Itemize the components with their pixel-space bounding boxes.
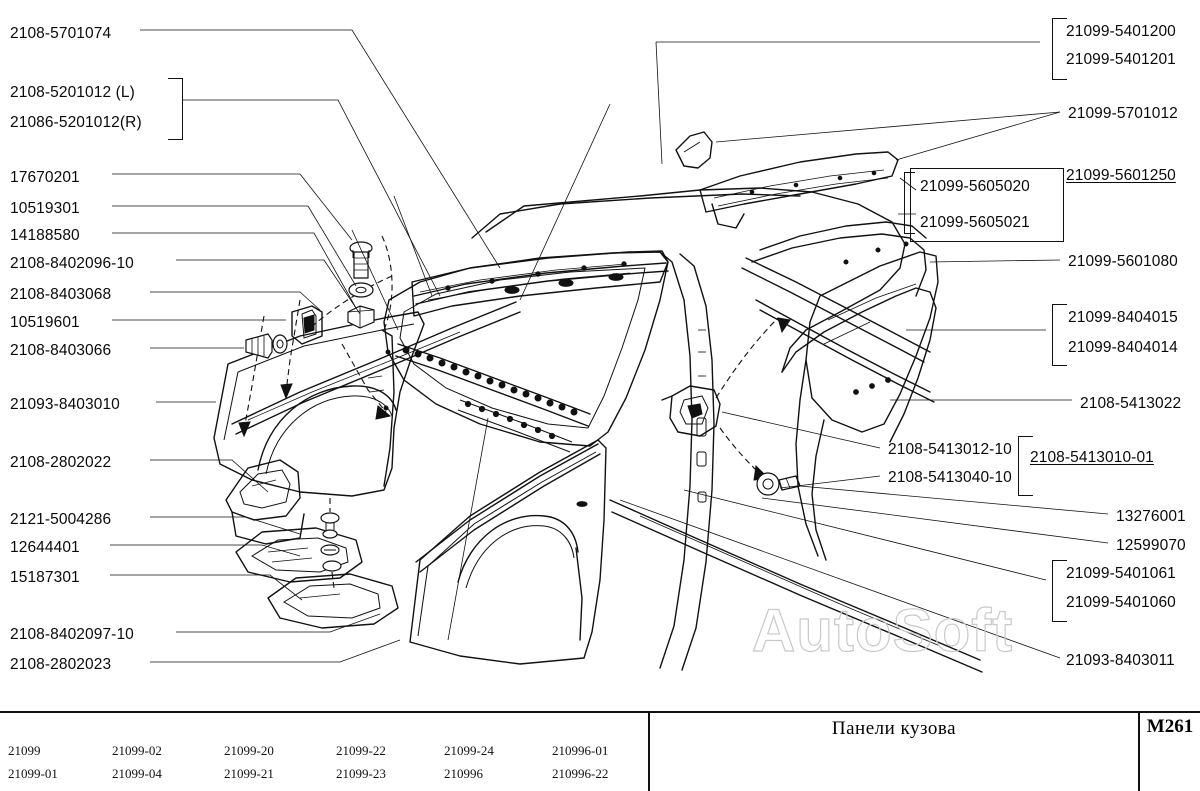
part-label-21099-5605021[interactable]: 21099-5605021 bbox=[920, 214, 1030, 231]
part-label-14188580[interactable]: 14188580 bbox=[10, 227, 80, 244]
footer-divider-left bbox=[648, 713, 650, 791]
car-body-exploded-drawing bbox=[110, 29, 1109, 673]
catalog-cell[interactable]: 21099-02 bbox=[112, 743, 162, 758]
catalog-cell[interactable]: 21099-24 bbox=[444, 743, 494, 758]
catalog-cell[interactable]: 21099-04 bbox=[112, 766, 162, 781]
bracket-5401061-group bbox=[1052, 560, 1067, 622]
bracket-5413012-group bbox=[1018, 436, 1033, 496]
part-label-2108-2802023[interactable]: 2108-2802023 bbox=[10, 656, 112, 673]
part-label-2108-5413012-10[interactable]: 2108-5413012-10 bbox=[888, 441, 1012, 458]
part-label-21093-8403011[interactable]: 21093-8403011 bbox=[1066, 652, 1175, 669]
catalog-cell[interactable]: 21099-23 bbox=[336, 766, 386, 781]
part-label-21099-5601080[interactable]: 21099-5601080 bbox=[1068, 253, 1178, 270]
part-label-21099-5401061[interactable]: 21099-5401061 bbox=[1066, 565, 1176, 582]
part-label-17670201[interactable]: 17670201 bbox=[10, 169, 80, 186]
part-label-2108-5413022[interactable]: 2108-5413022 bbox=[1080, 395, 1182, 412]
part-label-2108-5201012-L[interactable]: 2108-5201012 (L) bbox=[10, 84, 135, 101]
part-label-2108-2802022[interactable]: 2108-2802022 bbox=[10, 454, 112, 471]
bracket-5401200-group bbox=[1052, 18, 1067, 80]
part-label-12644401[interactable]: 12644401 bbox=[10, 539, 80, 556]
catalog-cell[interactable]: 210996 bbox=[444, 766, 483, 781]
part-label-21086-5201012-R[interactable]: 21086-5201012(R) bbox=[10, 114, 142, 131]
part-label-21099-8404014[interactable]: 21099-8404014 bbox=[1068, 339, 1178, 356]
catalog-cell[interactable]: 21099-01 bbox=[8, 766, 58, 781]
part-label-21099-5401060[interactable]: 21099-5401060 bbox=[1066, 594, 1176, 611]
catalog-cell[interactable]: 21099-22 bbox=[336, 743, 386, 758]
box-5605020-group bbox=[910, 168, 1064, 242]
part-label-2108-8403066[interactable]: 2108-8403066 bbox=[10, 342, 112, 359]
part-label-2121-5004286[interactable]: 2121-5004286 bbox=[10, 511, 112, 528]
catalog-cell[interactable]: 21099-20 bbox=[224, 743, 274, 758]
catalog-cell[interactable]: 210996-01 bbox=[552, 743, 609, 758]
catalog-cell[interactable]: 210996-22 bbox=[552, 766, 609, 781]
part-label-2108-8403068[interactable]: 2108-8403068 bbox=[10, 286, 112, 303]
part-label-21099-5401200[interactable]: 21099-5401200 bbox=[1066, 23, 1176, 40]
part-label-12599070[interactable]: 12599070 bbox=[1116, 537, 1186, 554]
part-label-21099-5401201[interactable]: 21099-5401201 bbox=[1066, 51, 1176, 68]
catalog-cell[interactable]: 21099-21 bbox=[224, 766, 274, 781]
part-label-10519601[interactable]: 10519601 bbox=[10, 314, 80, 331]
part-label-21099-8404015[interactable]: 21099-8404015 bbox=[1068, 309, 1178, 326]
part-label-2108-5413040-10[interactable]: 2108-5413040-10 bbox=[888, 469, 1012, 486]
footer-divider-right bbox=[1138, 713, 1140, 791]
part-label-13276001[interactable]: 13276001 bbox=[1116, 508, 1186, 525]
bracket-5201012-group bbox=[168, 78, 183, 140]
catalog-cell[interactable]: 21099 bbox=[8, 743, 41, 758]
sheet-title: Панели кузова bbox=[831, 718, 957, 739]
catalog-footer bbox=[0, 711, 1200, 791]
bracket-5605020-inner bbox=[904, 172, 915, 234]
part-label-21093-8403010[interactable]: 21093-8403010 bbox=[10, 396, 120, 413]
bracket-8404015-group bbox=[1052, 304, 1067, 366]
part-label-21099-5605020[interactable]: 21099-5605020 bbox=[920, 178, 1030, 195]
part-label-2108-5701074[interactable]: 2108-5701074 bbox=[10, 25, 112, 42]
sheet-code: M261 bbox=[1146, 716, 1194, 737]
part-label-15187301[interactable]: 15187301 bbox=[10, 569, 80, 586]
part-label-21099-5601250[interactable]: 21099-5601250 bbox=[1066, 167, 1176, 184]
part-label-2108-5413010-01[interactable]: 2108-5413010-01 bbox=[1030, 449, 1154, 466]
part-label-2108-8402097-10[interactable]: 2108-8402097-10 bbox=[10, 626, 134, 643]
footer-top-rule bbox=[0, 711, 1200, 713]
part-label-10519301[interactable]: 10519301 bbox=[10, 200, 80, 217]
part-label-2108-8402096-10[interactable]: 2108-8402096-10 bbox=[10, 255, 134, 272]
part-label-21099-5701012[interactable]: 21099-5701012 bbox=[1068, 105, 1178, 122]
